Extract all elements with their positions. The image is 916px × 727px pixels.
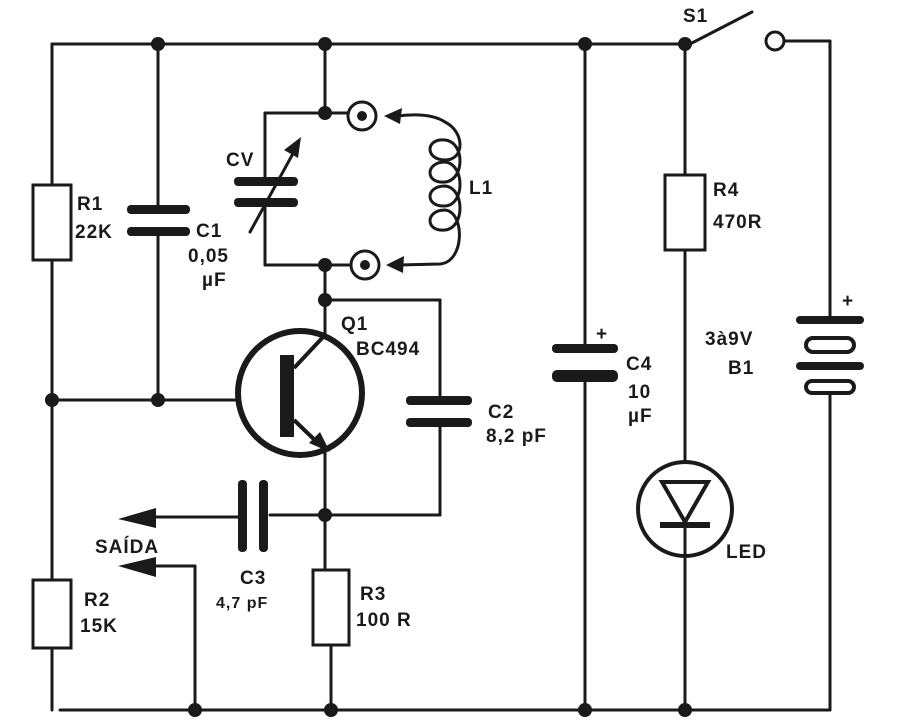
label-r1-value: 22K xyxy=(75,222,113,243)
label-r1-name: R1 xyxy=(77,194,103,215)
label-c4-value: 10 xyxy=(628,382,651,403)
terminal-upper-center xyxy=(357,111,367,121)
junction-dot xyxy=(578,37,592,51)
switch-s1-contact xyxy=(764,30,786,52)
junction-dots xyxy=(45,37,692,717)
saida-lower-arrow xyxy=(118,557,156,577)
capacitor-c3-plate-left xyxy=(238,480,247,552)
l1-arrow-lower xyxy=(386,256,404,273)
label-b1-name: B1 xyxy=(728,358,754,379)
label-r2-value: 15K xyxy=(80,616,118,637)
label-s1: S1 xyxy=(683,6,708,27)
label-q1-part: BC494 xyxy=(356,339,420,360)
label-c2-value: 8,2 pF xyxy=(486,426,547,447)
label-r3-name: R3 xyxy=(360,584,386,605)
transistor-q1-body xyxy=(235,328,365,458)
label-l1: L1 xyxy=(469,178,493,199)
label-r3-value: 100 R xyxy=(356,610,412,631)
capacitor-c4-plate-top xyxy=(552,344,618,353)
capacitor-cv-plate-top xyxy=(234,177,298,186)
label-cv: CV xyxy=(226,150,254,171)
label-b1-voltage: 3à9V xyxy=(705,329,753,350)
battery-b1-cell-4 xyxy=(804,379,856,395)
label-r2-name: R2 xyxy=(84,590,110,611)
inductor-l1 xyxy=(396,113,462,267)
cv-variable-arrow xyxy=(248,146,298,234)
transistor-q1-collector xyxy=(292,333,327,370)
capacitor-c1-plate-top xyxy=(127,205,190,214)
junction-dot xyxy=(678,37,692,51)
terminal-lower-center xyxy=(360,260,370,270)
junction-dot xyxy=(45,393,59,407)
battery-b1-cell-2 xyxy=(804,336,856,354)
label-c4-plus: + xyxy=(596,324,608,345)
junction-dot xyxy=(151,393,165,407)
capacitor-c1-plate-bottom xyxy=(127,227,190,236)
junction-dot xyxy=(318,293,332,307)
label-c4-unit: µF xyxy=(628,406,653,427)
l1-arrow-upper xyxy=(384,108,402,124)
junction-dot xyxy=(188,703,202,717)
label-led: LED xyxy=(726,542,767,563)
junction-dot xyxy=(318,508,332,522)
label-c2-name: C2 xyxy=(488,402,514,423)
junction-dot xyxy=(578,703,592,717)
junction-dot xyxy=(151,37,165,51)
battery-b1-cell-1 xyxy=(796,316,864,324)
label-c1-name: C1 xyxy=(196,221,222,242)
label-c3-value: 4,7 pF xyxy=(216,595,268,612)
resistor-r1 xyxy=(31,183,73,262)
capacitor-c2-plate-bottom xyxy=(406,418,472,427)
label-c1-unit: µF xyxy=(202,270,227,291)
resistor-r2 xyxy=(31,578,73,650)
led-triangle xyxy=(658,480,712,527)
junction-dot xyxy=(318,37,332,51)
emitter-arrow xyxy=(309,432,330,452)
junction-dot xyxy=(318,258,332,272)
battery-b1-cell-3 xyxy=(796,362,864,370)
capacitor-c4-plate-bottom xyxy=(552,370,618,382)
saida-upper-arrow xyxy=(118,508,156,528)
capacitor-c3-plate-right xyxy=(259,480,268,552)
label-r4-name: R4 xyxy=(713,180,739,201)
transistor-q1-base-bar xyxy=(280,355,294,437)
resistor-r4 xyxy=(663,173,707,252)
label-saida: SAÍDA xyxy=(95,536,159,558)
label-c1-value: 0,05 xyxy=(188,246,229,267)
label-q1-name: Q1 xyxy=(341,314,368,335)
label-r4-value: 470R xyxy=(713,212,762,233)
led-cathode-bar xyxy=(660,522,710,528)
junction-dot xyxy=(678,703,692,717)
resistor-r3 xyxy=(311,568,351,647)
label-c3-name: C3 xyxy=(240,568,266,589)
label-c4-name: C4 xyxy=(626,354,652,375)
junction-dot xyxy=(324,703,338,717)
cv-arrow-head xyxy=(284,137,301,158)
switch-s1-lever xyxy=(688,10,754,46)
capacitor-c2-plate-top xyxy=(406,396,472,405)
label-b1-plus: + xyxy=(842,291,854,312)
junction-dot xyxy=(318,106,332,120)
